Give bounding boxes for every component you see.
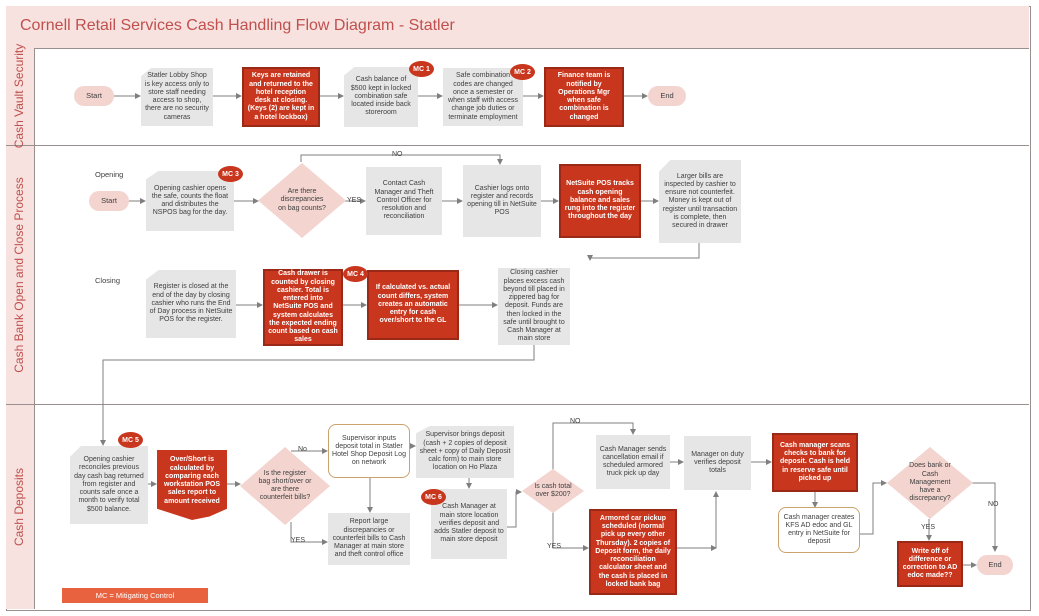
lane-divider (6, 145, 1029, 146)
auto-entry-control: If calculated vs. actual count differs, … (367, 270, 459, 340)
lane-header-open-close (6, 146, 35, 404)
no-label: NO (988, 501, 999, 508)
create-edoc-step: Cash manager creates KFS AD edoc and GL … (778, 507, 860, 553)
contact-manager-step: Contact Cash Manager and Theft Control O… (366, 167, 442, 235)
drawer-count-control: Cash drawer is counted by closing cashie… (263, 269, 343, 346)
register-close-step: Register is closed at the end of the day… (146, 270, 236, 338)
end-terminal: End (648, 86, 686, 106)
mc2-badge: MC 2 (510, 64, 535, 80)
verify-totals-step: Manager on duty verifies deposit totals (684, 436, 751, 490)
page-title: Cornell Retail Services Cash Handling Fl… (20, 17, 455, 34)
sublabel-opening: Opening (95, 170, 124, 179)
safe-code-change-step: Safe combination codes are changed once … (443, 68, 523, 126)
lane-divider (6, 404, 1029, 405)
no-label: NO (570, 418, 581, 425)
discrepancy-decision: Are there discrepancies on bag counts? (258, 163, 346, 238)
lane-header-deposits (6, 405, 35, 609)
cash-total-decision: Is cash total over $200? (522, 469, 584, 513)
bank-discrepancy-decision: Does bank or Cash Management have a disc… (887, 447, 973, 519)
over-short-document: Over/Short is calculated by comparing ea… (157, 450, 227, 520)
yes-label: YES (547, 543, 562, 550)
sublabel-closing: Closing (95, 276, 121, 285)
mc6-badge: MC 6 (421, 489, 446, 505)
cash-balance-note: Cash balance of $500 kept in locked comb… (344, 67, 418, 127)
no-label: NO (392, 151, 403, 158)
excess-cash-step: Closing cashier places excess cash beyon… (498, 268, 570, 345)
cancel-pickup-step: Cash Manager sends cancellation email if… (596, 435, 670, 489)
reconcile-bag-step: Opening cashier reconciles previous day … (70, 446, 148, 524)
write-off-control: Write off of difference or correction to… (897, 541, 963, 587)
finance-notified-control: Finance team is notified by Operations M… (544, 67, 624, 127)
deposit-log-step: Supervisor inputs deposit total in Statl… (328, 424, 410, 478)
legend: MC = Mitigating Control (62, 588, 208, 603)
key-access-note: Statler Lobby Shop is key access only to… (141, 68, 213, 126)
cashier-login-step: Cashier logs onto register and records o… (463, 165, 541, 237)
opening-cashier-step: Opening cashier opens the safe, counts t… (146, 171, 234, 231)
bank-discrepancy-decision-label: Does bank or Cash Management have a disc… (909, 462, 951, 503)
mc1-badge: MC 1 (409, 61, 434, 77)
bill-inspection-note: Larger bills are inspected by cashier to… (659, 160, 741, 243)
discrepancy-decision-label: Are there discrepancies on bag counts? (278, 188, 326, 212)
end-terminal: End (977, 555, 1013, 575)
mc5-badge: MC 5 (118, 432, 143, 448)
start-terminal: Start (74, 86, 114, 106)
register-bag-decision-label: Is the register bag short/over or are th… (258, 469, 312, 502)
scan-checks-control: Cash manager scans checks to bank for de… (772, 433, 858, 492)
mc3-badge: MC 3 (218, 166, 243, 182)
cash-total-decision-label: Is cash total over $200? (534, 482, 572, 498)
report-discrepancy-step: Report large discrepancies or counterfei… (328, 513, 410, 565)
yes-label: YES (347, 197, 362, 204)
title-bar: Cornell Retail Services Cash Handling Fl… (6, 6, 1029, 39)
start-terminal: Start (89, 191, 129, 211)
netsuite-tracking-control: NetSuite POS tracks cash opening balance… (559, 164, 641, 238)
yes-label: YES (291, 537, 306, 544)
supervisor-deposit-step: Supervisor brings deposit (cash + 2 copi… (416, 426, 514, 478)
armored-pickup-control: Armored car pickup scheduled (normal pic… (589, 509, 677, 595)
yes-label: YES (921, 524, 936, 531)
register-bag-decision: Is the register bag short/over or are th… (240, 447, 330, 525)
lane-header-vault (6, 48, 35, 145)
header-band (6, 38, 1029, 49)
mc4-badge: MC 4 (343, 266, 368, 282)
keys-retained-control: Keys are retained and returned to the ho… (242, 67, 320, 127)
